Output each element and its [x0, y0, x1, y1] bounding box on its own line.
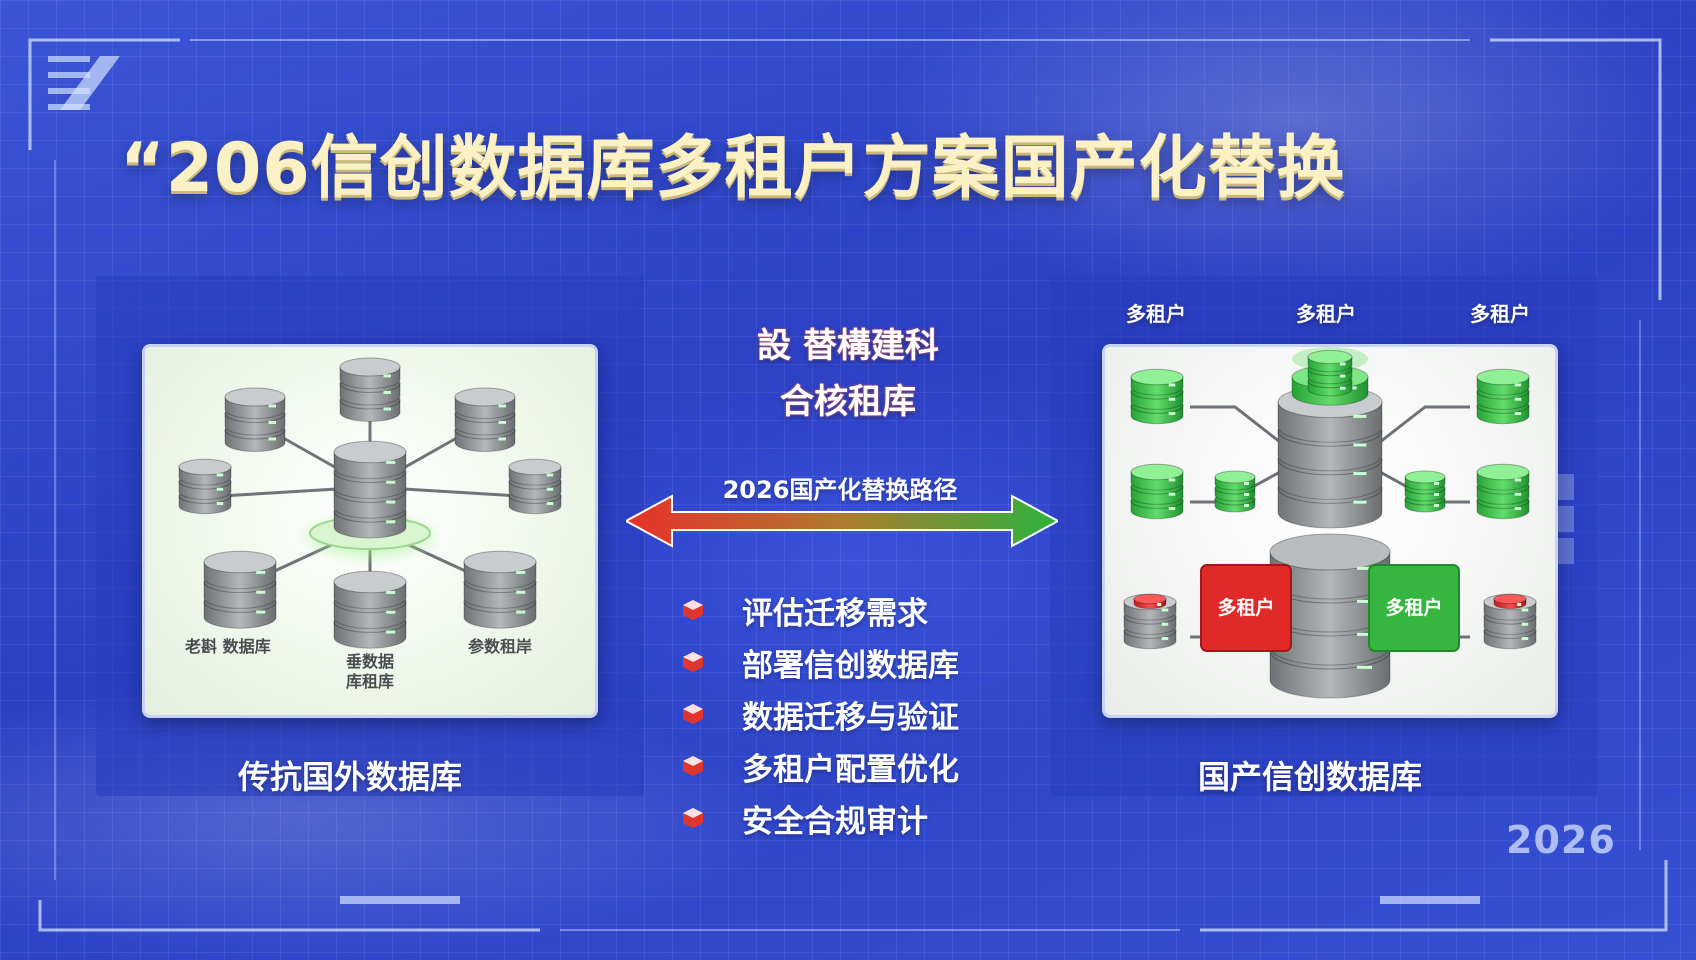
- legacy-label-right: 参数租岸: [468, 637, 532, 656]
- migration-steps-list: 评估迁移需求 部署信创数据库 数据迁移与验证 多租户配置优化 安全合规审计: [682, 584, 959, 844]
- database-icon: [1214, 470, 1256, 513]
- red-tenant-label: 多租户: [1217, 596, 1274, 619]
- green-tenant-box: [1368, 564, 1460, 652]
- cube-bullet-icon: [683, 808, 703, 828]
- migration-step: 评估迁移需求: [682, 584, 959, 636]
- legacy-label-center-1: 垂数据: [346, 652, 394, 671]
- database-icon: [1277, 385, 1383, 529]
- step-text: 多租户配置优化: [742, 751, 959, 788]
- domestic-database-card: 多租户 多租户: [1102, 344, 1558, 718]
- domestic-database-caption: 国产信创数据库: [1198, 758, 1423, 796]
- legacy-label-left: 老斟 数据库: [184, 637, 271, 656]
- cube-bullet-icon: [683, 652, 703, 672]
- legacy-label-center-2: 库租库: [346, 672, 394, 691]
- green-tenant-label: 多租户: [1385, 596, 1442, 619]
- database-icon: [203, 550, 277, 629]
- database-icon: [1133, 593, 1167, 610]
- database-icon: [1130, 463, 1184, 520]
- database-icon: [1130, 368, 1184, 425]
- database-icon: [1493, 593, 1527, 610]
- cube-bullet-icon: [683, 756, 703, 776]
- middle-title-line-1: 設 替構建科: [757, 326, 939, 366]
- database-icon: [178, 458, 232, 515]
- step-text: 部署信创数据库: [742, 647, 959, 684]
- step-text: 评估迁移需求: [742, 595, 928, 632]
- database-icon: [463, 550, 537, 629]
- legacy-database-card: 老斟 数据库 垂数据 库租库 参数租岸: [142, 344, 598, 718]
- database-icon: [1404, 470, 1446, 513]
- migration-step: 安全合规审计: [682, 792, 959, 844]
- cube-bullet-icon: [683, 600, 703, 620]
- middle-title-line-2: 合核租库: [780, 382, 916, 422]
- page-title: “206信创数据库多租户方案国产化替换: [120, 129, 1346, 208]
- legacy-database-network: 老斟 数据库 垂数据 库租库 参数租岸: [178, 357, 562, 691]
- database-icon: [454, 387, 516, 452]
- database-icon: [333, 570, 407, 649]
- legacy-database-caption: 传抗国外数据库: [238, 758, 463, 796]
- database-icon: [1476, 463, 1530, 520]
- database-icon: [1307, 349, 1353, 397]
- bidirectional-arrow-icon: [626, 494, 1058, 548]
- database-icon: [508, 458, 562, 515]
- domestic-database-network: 多租户 多租户: [1123, 347, 1537, 699]
- database-icon: [224, 387, 286, 452]
- tenant-label-2: 多租户: [1296, 302, 1356, 326]
- year-mark: 2026: [1506, 818, 1616, 862]
- migration-step: 多租户配置优化: [682, 740, 959, 792]
- step-text: 数据迁移与验证: [742, 699, 959, 736]
- tenant-label-3: 多租户: [1470, 302, 1530, 326]
- database-icon: [1476, 368, 1530, 425]
- red-tenant-box: [1200, 564, 1292, 652]
- cube-bullet-icon: [683, 704, 703, 724]
- database-icon: [1269, 533, 1391, 699]
- database-icon: [339, 357, 401, 422]
- step-text: 安全合规审计: [742, 803, 928, 840]
- migration-step: 数据迁移与验证: [682, 688, 959, 740]
- tenant-label-1: 多租户: [1126, 302, 1186, 326]
- migration-step: 部署信创数据库: [682, 636, 959, 688]
- database-icon: [333, 440, 407, 539]
- migration-path-label: 2026国产化替换路径: [722, 476, 958, 504]
